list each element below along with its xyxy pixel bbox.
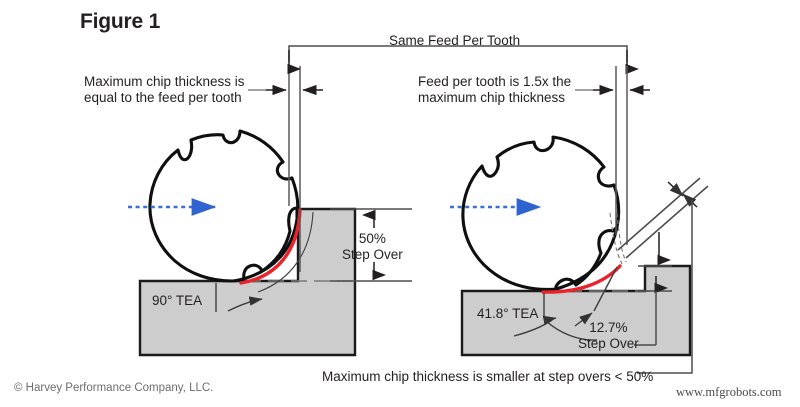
page-title: Figure 1 xyxy=(80,10,161,33)
same-feed-per-tooth-label: Same Feed Per Tooth xyxy=(389,33,521,48)
right-tea-label: 41.8° TEA xyxy=(477,306,539,321)
right-feed-dimension-lines xyxy=(615,66,628,245)
right-annotation-feed-per-tooth: Feed per tooth is 1.5x the maximum chip … xyxy=(418,74,572,105)
left-tool-path-outer xyxy=(233,208,300,283)
source-watermark: www.mfgrobots.com xyxy=(676,385,782,399)
left-tea-reference-arc xyxy=(257,211,314,293)
left-stepover-dimension xyxy=(330,208,412,282)
right-tea-leader xyxy=(513,266,618,341)
right-stepover-dimension xyxy=(634,265,672,346)
right-engagement-thin-arcs xyxy=(609,212,627,265)
right-stepover-label: 12.7% Step Over xyxy=(578,320,639,351)
bottom-annotation: Maximum chip thickness is smaller at ste… xyxy=(322,369,654,384)
bottom-note-leader xyxy=(637,200,693,374)
copyright-notice: © Harvey Performance Company, LLC. xyxy=(14,382,214,394)
left-annotation-max-chip-thickness: Maximum chip thickness is equal to the f… xyxy=(84,74,245,105)
right-tool-path-outer xyxy=(555,226,619,291)
left-stepover-label: 50% Step Over xyxy=(342,231,403,262)
left-max-chip-thickness-arc xyxy=(239,208,302,285)
left-cutter-profile xyxy=(148,129,300,283)
right-tea-angle-lines xyxy=(617,177,709,259)
left-tea-label: 90° TEA xyxy=(152,293,203,308)
same-feed-bracket xyxy=(287,45,639,75)
left-tea-leader xyxy=(215,283,263,312)
left-feed-dimension-lines xyxy=(288,66,301,272)
